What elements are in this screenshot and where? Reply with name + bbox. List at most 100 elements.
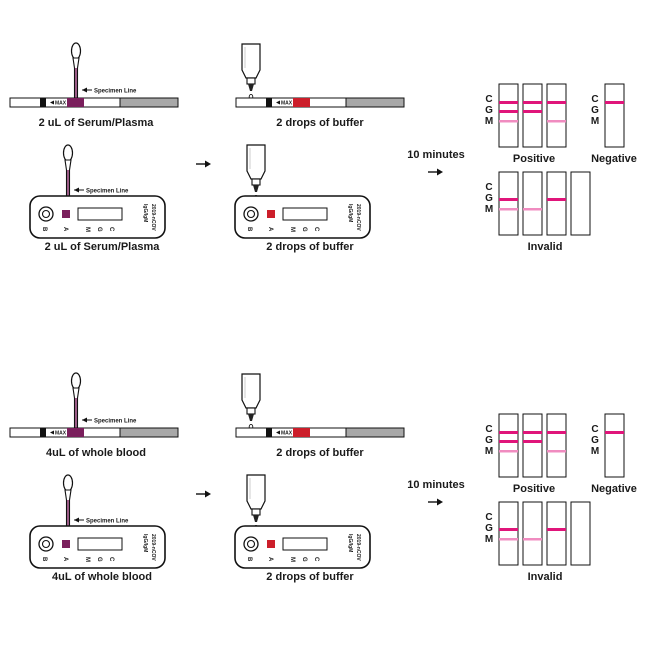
- arrow-left-icon: [276, 100, 280, 105]
- result-line-m: [499, 120, 518, 123]
- line-label-c: C: [591, 424, 598, 435]
- product-name: 2019-nCOV: [355, 204, 361, 231]
- result-line-m: [547, 120, 566, 123]
- bottle-nozzle: [248, 414, 254, 421]
- max-label: MAX: [55, 101, 67, 107]
- bottle-neck: [251, 508, 261, 516]
- buffer-bottle-icon: [246, 144, 266, 202]
- line-label-g: G: [591, 105, 599, 116]
- line-label-g: G: [591, 435, 599, 446]
- buffer-instruction-cassette: 2 drops of buffer: [266, 241, 354, 253]
- line-label-c: C: [485, 182, 492, 193]
- positive-label: Positive: [513, 153, 555, 165]
- line-label-m: M: [591, 116, 599, 127]
- window-label-m: M: [84, 227, 90, 232]
- sample-well: [62, 540, 70, 548]
- specimen-line-label: Specimen Line: [86, 519, 129, 525]
- well-label-b: B: [41, 557, 47, 562]
- line-label-c: C: [485, 424, 492, 435]
- result-line-m: [523, 208, 542, 211]
- arrow-left-icon: [276, 430, 280, 435]
- line-label-c: C: [591, 94, 598, 105]
- arrow-left-icon: [50, 100, 54, 105]
- line-label-m: M: [485, 116, 493, 127]
- line-label-g: G: [485, 105, 493, 116]
- buffer-bottle-icon: [246, 474, 266, 532]
- product-name: 2019-nCOV: [150, 204, 156, 231]
- arrow-left-icon: [50, 430, 54, 435]
- result-strip-body: [546, 83, 567, 148]
- strip-absorbent-pad: [119, 427, 179, 438]
- arrow-left-icon: [82, 417, 87, 423]
- max-label: MAX: [55, 431, 67, 437]
- strip-absorbent-pad: [119, 97, 179, 108]
- result-strip: [498, 501, 519, 566]
- specimen-line-callout: Specimen Line: [74, 187, 129, 195]
- result-line-g: [499, 198, 518, 201]
- test-strip: MAX: [235, 97, 405, 108]
- invalid-label: Invalid: [528, 241, 563, 253]
- arrow-right-icon: [196, 490, 211, 498]
- window-label-m: M: [289, 227, 295, 232]
- result-line-m: [499, 208, 518, 211]
- specimen-line-callout: Specimen Line: [82, 417, 137, 425]
- negative-group: CGM: [591, 424, 599, 457]
- max-label: MAX: [281, 431, 293, 437]
- result-line-c: [499, 101, 518, 104]
- sample-volume-cassette: 2 uL of Serum/Plasma: [45, 241, 161, 253]
- result-strip: [522, 501, 543, 566]
- sample-volume-strip: 4uL of whole blood: [46, 447, 146, 459]
- bottle-neck: [246, 77, 256, 85]
- result-strip: [546, 413, 567, 478]
- bottle-neck: [251, 178, 261, 186]
- result-window: [282, 207, 328, 221]
- buffer-bottle-icon: [241, 43, 261, 101]
- product-name: 2019-nCOV: [355, 534, 361, 561]
- pipette-bulb: [62, 474, 74, 492]
- result-strip-body: [522, 83, 543, 148]
- result-line-g: [499, 110, 518, 113]
- sample-volume-strip: 2 uL of Serum/Plasma: [39, 117, 155, 129]
- window-label-c: C: [313, 557, 319, 562]
- well-label-a: A: [62, 227, 68, 232]
- test-strip: MAX: [235, 427, 405, 438]
- pipette-icon: [70, 372, 82, 431]
- buffer-instruction-strip: 2 drops of buffer: [276, 117, 364, 129]
- strip-sample-pad: [67, 428, 84, 437]
- product-type: IgG/IgM: [347, 204, 353, 222]
- buffer-well-inner: [41, 209, 51, 219]
- result-strip-body: [604, 83, 625, 148]
- arrow-head: [437, 498, 443, 506]
- well-label-a: A: [267, 557, 273, 562]
- result-strip-body: [604, 413, 625, 478]
- result-strip: [522, 171, 543, 236]
- product-type: IgG/IgM: [142, 534, 148, 552]
- window-label-c: C: [108, 557, 114, 562]
- buffer-well-inner: [246, 209, 256, 219]
- result-strip: [604, 413, 625, 478]
- result-line-c: [523, 101, 542, 104]
- window-label-g: G: [96, 557, 102, 562]
- wait-time-label: 10 minutes: [407, 149, 464, 161]
- result-strip-body: [546, 171, 567, 236]
- result-window: [282, 537, 328, 551]
- result-strip: [570, 171, 591, 236]
- result-line-c: [605, 101, 624, 104]
- buffer-instruction-strip: 2 drops of buffer: [276, 447, 364, 459]
- strip-max-bar: [40, 428, 46, 437]
- bottle-nozzle: [248, 84, 254, 91]
- line-label-g: G: [485, 435, 493, 446]
- strip-sample-pad: [67, 98, 84, 107]
- strip-absorbent-pad: [345, 427, 405, 438]
- result-strip-body: [522, 501, 543, 566]
- product-type: IgG/IgM: [347, 534, 353, 552]
- window-label-m: M: [84, 557, 90, 562]
- specimen-line-callout: Specimen Line: [74, 517, 129, 525]
- negative-label: Negative: [591, 483, 637, 495]
- bottle-nozzle: [253, 515, 259, 522]
- strip-max-bar: [266, 98, 272, 107]
- pipette-bulb: [62, 144, 74, 162]
